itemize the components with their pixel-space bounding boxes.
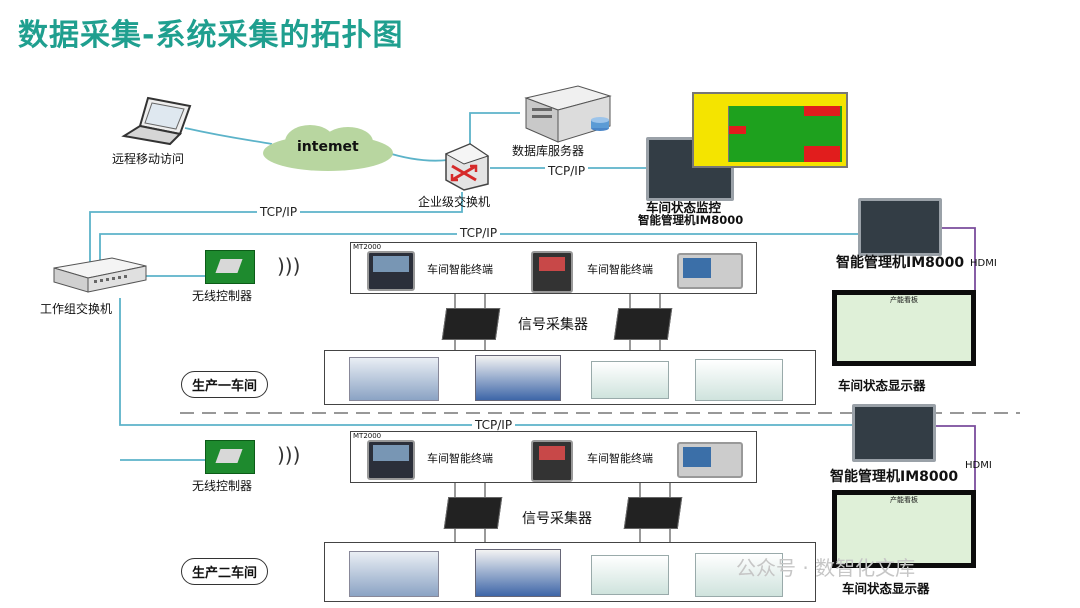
wifi-icon-2: ))) (277, 443, 301, 467)
workgroup-switch-label: 工作组交换机 (40, 302, 113, 316)
hdmi-label-2: HDMI (965, 460, 992, 471)
terminal-label-4: 车间智能终端 (587, 452, 653, 465)
laptop-icon (121, 96, 192, 146)
terminal-device-4 (367, 440, 415, 480)
display-label-2: 车间状态显示器 (842, 581, 930, 596)
im8000-monitor-1 (858, 198, 942, 256)
enterprise-switch-label: 企业级交换机 (418, 195, 491, 209)
status-display-2: 产能看板 (832, 490, 976, 568)
mt2000-label-2: MT2000 (353, 432, 382, 440)
workshop-1-label: 生产一车间 (181, 371, 269, 398)
im8000-label-2: 智能管理机IM8000 (830, 469, 959, 485)
internet-label: intemet (297, 139, 359, 155)
signal-collector-2b (623, 497, 683, 529)
loom-2 (475, 355, 561, 401)
loom-7 (591, 555, 669, 595)
display-title-1: 产能看板 (890, 296, 918, 304)
server-icon (524, 85, 612, 143)
router-icon (444, 143, 490, 191)
hdmi-label-1: HDMI (970, 258, 997, 269)
im8000-top-label: 智能管理机IM8000 (638, 213, 744, 227)
loom-5 (349, 551, 439, 597)
im8000-monitor-2 (852, 404, 936, 462)
tcp-label-4: TCP/IP (472, 418, 516, 432)
loom-6 (475, 549, 561, 597)
tcp-label-2: TCP/IP (257, 205, 301, 219)
display-label-1: 车间状态显示器 (838, 378, 926, 393)
loom-3 (591, 361, 669, 399)
loom-1 (349, 357, 439, 401)
tcp-label-3: TCP/IP (457, 226, 501, 240)
loom-group-1 (324, 350, 816, 405)
signal-collector-1b (613, 308, 673, 340)
wireless-controller-1 (205, 250, 255, 284)
display-title-2: 产能看板 (890, 496, 918, 504)
terminal-group-2: MT2000 车间智能终端 车间智能终端 (350, 431, 757, 483)
switch-icon (53, 257, 147, 293)
page-title: 数据采集-系统采集的拓扑图 (18, 18, 404, 53)
terminal-device-1 (367, 251, 415, 291)
terminal-device-6 (677, 442, 743, 478)
terminal-label-1: 车间智能终端 (427, 263, 493, 276)
terminal-group-1: MT2000 车间智能终端 车间智能终端 (350, 242, 757, 294)
im8000-label-1: 智能管理机IM8000 (836, 255, 965, 271)
terminal-device-2 (531, 251, 573, 293)
wifi-icon-1: ))) (277, 254, 301, 278)
loom-group-2 (324, 542, 816, 602)
wireless-label-2: 无线控制器 (192, 479, 253, 493)
loom-8 (695, 553, 783, 597)
wireless-controller-2 (205, 440, 255, 474)
remote-access-label: 远程移动访问 (112, 152, 185, 166)
signal-label-1: 信号采集器 (518, 317, 588, 333)
terminal-label-3: 车间智能终端 (427, 452, 493, 465)
terminal-label-2: 车间智能终端 (587, 263, 653, 276)
wireless-label-1: 无线控制器 (192, 289, 253, 303)
status-board (692, 92, 848, 168)
watermark: 公众号 · 数智化文库 (736, 556, 916, 580)
signal-label-2: 信号采集器 (522, 511, 592, 527)
workshop-monitor-label: 车间状态监控 (646, 200, 722, 215)
tcp-label-1: TCP/IP (545, 164, 589, 178)
signal-collector-2a (443, 497, 503, 529)
internet-cloud: intemet (263, 125, 393, 173)
terminal-device-5 (531, 440, 573, 482)
mt2000-label-1: MT2000 (353, 243, 382, 251)
signal-collector-1a (441, 308, 501, 340)
loom-4 (695, 359, 783, 401)
terminal-device-3 (677, 253, 743, 289)
workshop-2-label: 生产二车间 (181, 558, 269, 585)
db-server-label: 数据库服务器 (512, 144, 585, 158)
status-display-1: 产能看板 (832, 290, 976, 366)
